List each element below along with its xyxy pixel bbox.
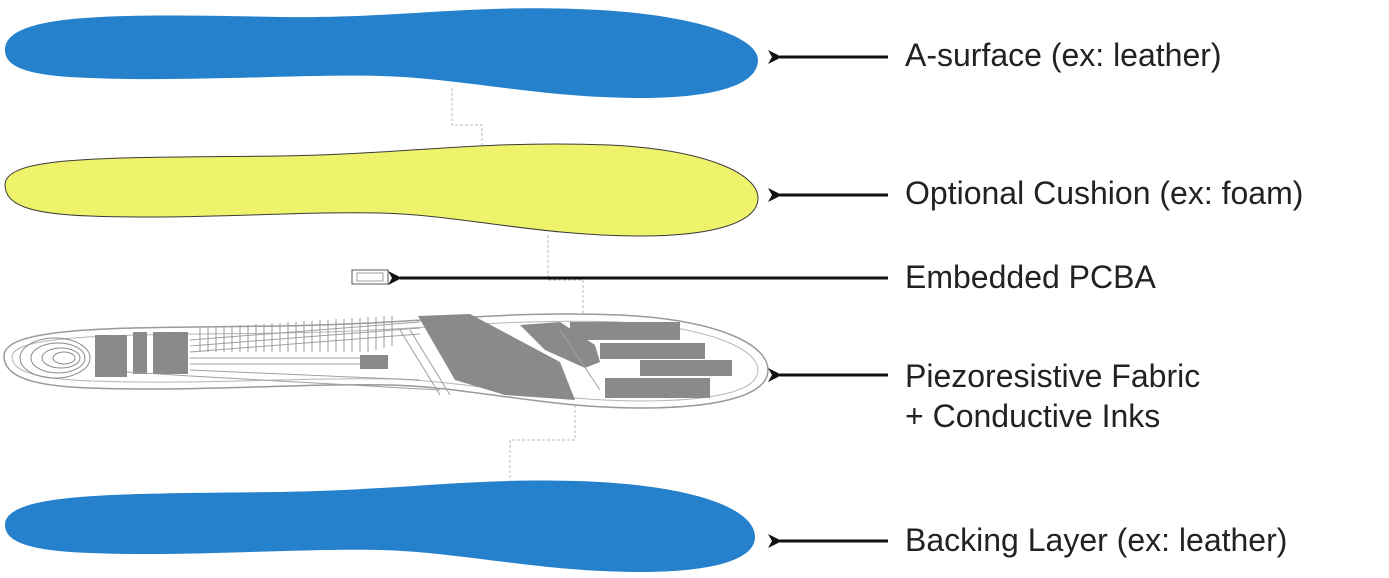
sensor-pad — [600, 343, 705, 359]
a-surface-layer — [5, 8, 758, 98]
fabric-layer — [3, 313, 769, 409]
alignment-connector — [509, 400, 576, 520]
cushion-layer — [4, 143, 759, 237]
backing-layer — [5, 480, 755, 572]
alignment-connector — [451, 88, 483, 200]
alignment-connector — [547, 235, 584, 330]
sensor-pad — [520, 322, 600, 368]
sensor-pad — [360, 355, 388, 369]
pcba-chip-component — [356, 272, 384, 282]
label-fabric-line-2: + Conductive Inks — [905, 398, 1161, 434]
label-fabric-line-1: Piezoresistive Fabric — [905, 358, 1201, 394]
sensor-pad — [605, 378, 710, 398]
label-a-surface: A-surface (ex: leather) — [905, 37, 1222, 73]
label-backing-layer: Backing Layer (ex: leather) — [905, 522, 1288, 558]
sensor-pad — [640, 360, 732, 376]
sensor-pad — [133, 332, 147, 374]
sensor-pad — [153, 332, 188, 374]
label-embedded-pcba: Embedded PCBA — [905, 259, 1156, 295]
label-piezoresistive-fabric: Piezoresistive Fabric + Conductive Inks — [905, 356, 1200, 436]
sensor-pad — [418, 314, 575, 400]
sensor-pad — [570, 322, 680, 340]
sensor-pad — [95, 335, 127, 377]
label-optional-cushion: Optional Cushion (ex: foam) — [905, 175, 1304, 211]
